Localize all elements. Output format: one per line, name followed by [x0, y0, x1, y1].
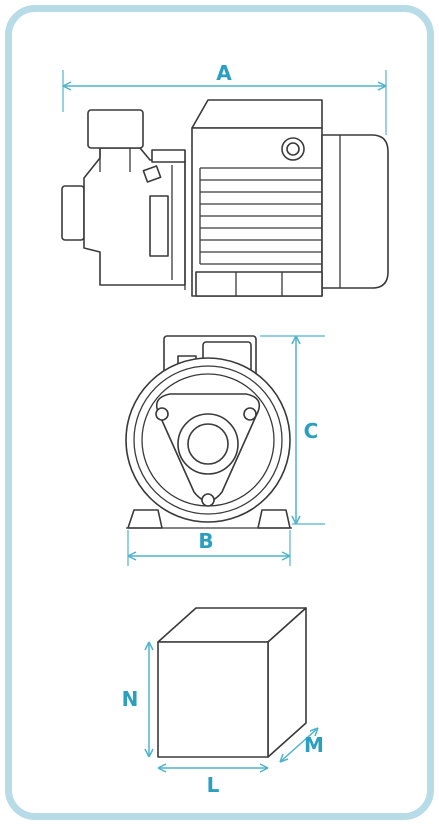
dimension-n	[144, 641, 154, 758]
box-front-face	[157, 641, 269, 758]
fan-cover	[321, 134, 389, 289]
front-foot-right	[257, 509, 291, 529]
packaging-box: N L M	[122, 607, 324, 797]
label-b: B	[198, 529, 213, 553]
body-window	[149, 195, 169, 257]
dimension-b	[127, 530, 291, 566]
inlet-flange	[61, 185, 85, 241]
dimension-a	[62, 70, 387, 135]
pump-side-view: A	[61, 61, 389, 297]
dimension-l	[157, 763, 269, 773]
motor-base	[195, 271, 323, 297]
dimension-m	[279, 727, 319, 763]
label-m: M	[304, 733, 324, 757]
pump-front-view: C B	[125, 335, 325, 566]
label-a: A	[216, 61, 232, 85]
motor-top-cover	[191, 99, 323, 129]
discharge-port	[87, 109, 144, 149]
motor-fins	[199, 167, 322, 265]
front-foot-left	[127, 509, 163, 529]
dimension-c	[260, 335, 325, 525]
pump-volute	[83, 147, 186, 286]
front-inlet-inner	[187, 423, 229, 465]
label-n: N	[122, 687, 139, 711]
label-c: C	[304, 419, 319, 443]
label-l: L	[207, 773, 220, 797]
